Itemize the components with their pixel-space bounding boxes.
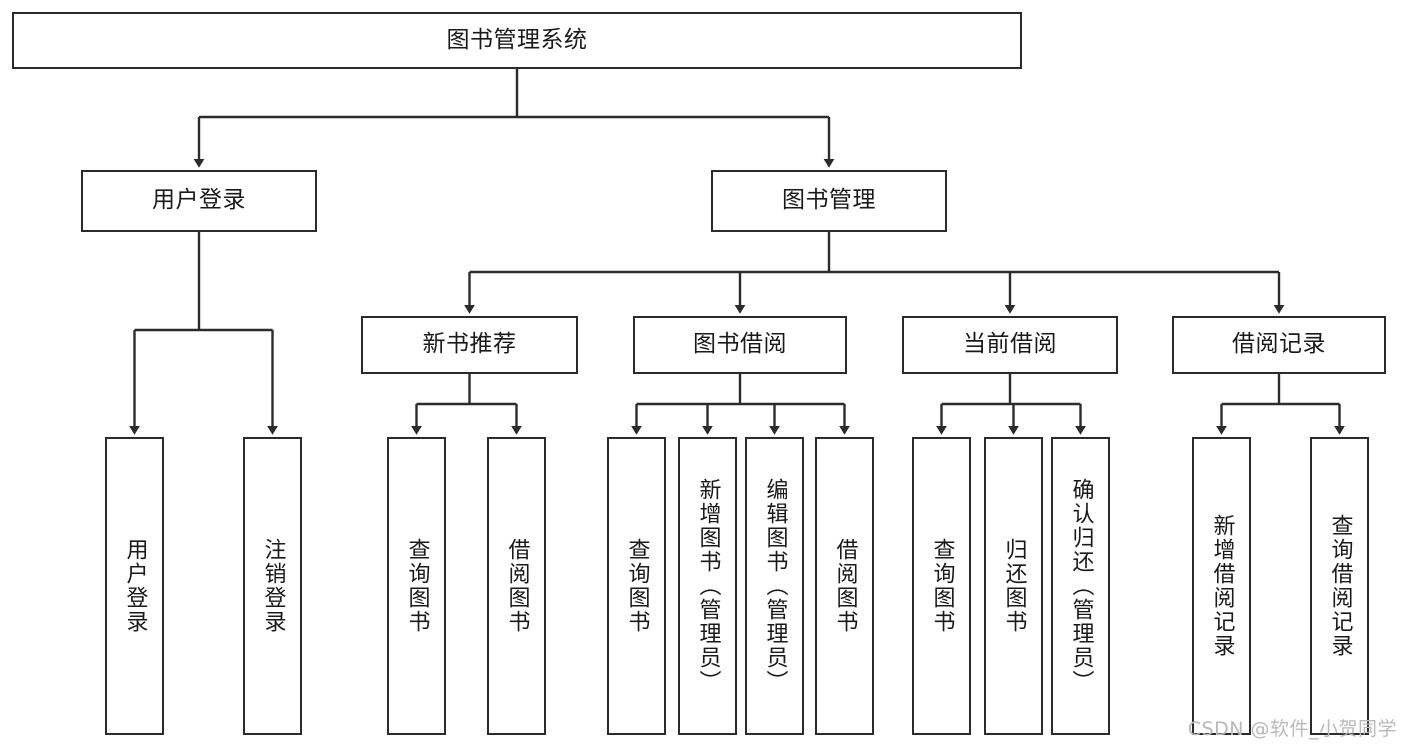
node-label-borrow-record: 借阅记录 — [1232, 331, 1326, 358]
node-label-leaf-query-book-current: 查询图书 — [929, 538, 955, 634]
node-leaf-borrow-book[interactable]: 借阅图书 — [815, 437, 874, 735]
node-leaf-borrow-book-recommend[interactable]: 借阅图书 — [487, 437, 546, 735]
node-label-leaf-add-book-admin: 新增图书（管理员） — [695, 478, 721, 694]
node-label-leaf-logout: 注销登录 — [260, 538, 286, 634]
node-current-borrow[interactable]: 当前借阅 — [902, 316, 1118, 374]
node-borrow-record[interactable]: 借阅记录 — [1172, 316, 1386, 374]
node-label-root: 图书管理系统 — [446, 26, 588, 53]
node-label-leaf-query-borrow-record: 查询借阅记录 — [1327, 514, 1353, 658]
node-label-leaf-edit-book-admin: 编辑图书（管理员） — [762, 478, 788, 694]
node-label-leaf-query-book-borrow: 查询图书 — [624, 538, 650, 634]
node-leaf-add-borrow-record[interactable]: 新增借阅记录 — [1192, 437, 1251, 735]
node-label-leaf-borrow-book: 借阅图书 — [832, 538, 858, 634]
node-label-leaf-add-borrow-record: 新增借阅记录 — [1209, 514, 1235, 658]
node-label-user-login: 用户登录 — [152, 187, 246, 214]
node-label-leaf-confirm-return-admin: 确认归还（管理员） — [1068, 478, 1094, 694]
node-leaf-confirm-return-admin[interactable]: 确认归还（管理员） — [1051, 437, 1110, 735]
node-label-leaf-borrow-book-recommend: 借阅图书 — [504, 538, 530, 634]
node-leaf-query-borrow-record[interactable]: 查询借阅记录 — [1310, 437, 1369, 735]
node-leaf-logout[interactable]: 注销登录 — [243, 437, 302, 735]
node-leaf-query-book-borrow[interactable]: 查询图书 — [607, 437, 666, 735]
node-leaf-return-book[interactable]: 归还图书 — [984, 437, 1043, 735]
node-user-login[interactable]: 用户登录 — [81, 170, 317, 232]
node-label-leaf-user-login: 用户登录 — [122, 538, 148, 634]
node-label-leaf-query-book-recommend: 查询图书 — [404, 538, 430, 634]
node-label-book-manage: 图书管理 — [782, 187, 876, 214]
node-label-new-book-recommend: 新书推荐 — [422, 331, 517, 358]
node-new-book-recommend[interactable]: 新书推荐 — [361, 316, 578, 374]
node-leaf-add-book-admin[interactable]: 新增图书（管理员） — [678, 437, 737, 735]
node-leaf-query-book-current[interactable]: 查询图书 — [912, 437, 971, 735]
node-label-leaf-return-book: 归还图书 — [1001, 538, 1027, 634]
csdn-watermark: CSDN @软件_小贺同学 — [1187, 718, 1397, 740]
node-book-manage[interactable]: 图书管理 — [711, 170, 947, 232]
node-book-borrow[interactable]: 图书借阅 — [633, 316, 847, 374]
node-leaf-user-login[interactable]: 用户登录 — [105, 437, 164, 735]
node-leaf-query-book-recommend[interactable]: 查询图书 — [387, 437, 446, 735]
node-label-current-borrow: 当前借阅 — [963, 331, 1057, 358]
node-label-book-borrow: 图书借阅 — [693, 331, 787, 358]
node-leaf-edit-book-admin[interactable]: 编辑图书（管理员） — [745, 437, 804, 735]
node-root[interactable]: 图书管理系统 — [12, 12, 1022, 69]
